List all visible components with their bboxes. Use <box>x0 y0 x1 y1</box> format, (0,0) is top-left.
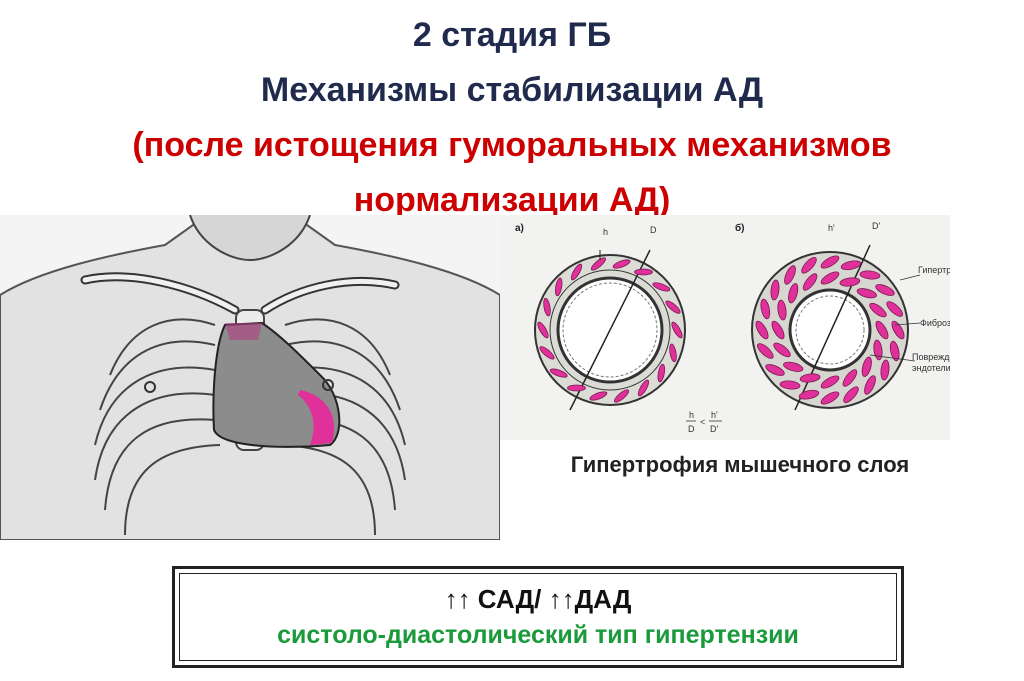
muscle-cell <box>773 342 791 358</box>
muscle-cell <box>880 359 890 381</box>
muscle-cell <box>875 284 895 296</box>
muscle-cell <box>842 369 858 387</box>
muscle-cell <box>755 320 769 340</box>
muscle-cell <box>669 343 677 363</box>
muscle-cell <box>652 282 671 292</box>
label-d: D <box>650 225 657 235</box>
muscle-cell <box>873 339 883 361</box>
muscle-cell <box>889 340 900 362</box>
label-h: h <box>603 227 608 237</box>
svg-text:h': h' <box>711 410 718 420</box>
muscle-cell <box>765 364 785 376</box>
label-fibrosis: Фиброз <box>920 318 950 328</box>
label-damage-1: Повреждение <box>912 352 950 362</box>
vessel-cross-section-figure: а) б) h D h' D' Гипертрофия ГМК Фиброз П… <box>500 215 950 440</box>
muscle-cell <box>543 297 551 317</box>
panel-b-label: б) <box>735 222 745 234</box>
muscle-cell <box>634 268 653 276</box>
muscle-cell <box>570 263 583 281</box>
muscle-cell <box>788 283 799 304</box>
figure-caption: Гипертрофия мышечного слоя <box>570 452 910 477</box>
muscle-cell <box>567 384 586 392</box>
muscle-cell <box>820 255 840 269</box>
muscle-cell <box>840 260 862 271</box>
muscle-cell <box>612 259 631 269</box>
muscle-cell <box>539 346 555 360</box>
svg-text:D': D' <box>710 424 718 434</box>
muscle-cell <box>777 299 787 321</box>
muscle-cell <box>820 375 840 389</box>
ratio-formula: h D < h' D' <box>686 410 722 434</box>
muscle-cell <box>856 288 877 299</box>
svg-text:<: < <box>700 417 705 427</box>
muscle-cell <box>820 271 840 285</box>
muscle-cell <box>869 302 887 318</box>
label-h-prime: h' <box>828 223 835 233</box>
muscle-cell <box>820 391 840 405</box>
muscle-cell <box>770 279 780 301</box>
hypertension-type: систоло-диастолический тип гипертензии <box>277 621 799 649</box>
muscle-cell <box>590 257 606 271</box>
muscle-cell <box>864 375 876 395</box>
muscle-cell <box>784 265 796 285</box>
muscle-cell <box>802 273 818 291</box>
summary-box: ↑↑ САД/ ↑↑ДАД систоло-диастолический тип… <box>172 566 904 668</box>
vessel-normal <box>534 249 686 411</box>
label-d-prime: D' <box>872 221 880 231</box>
muscle-cell <box>875 320 889 340</box>
muscle-cell <box>554 277 563 297</box>
title-line-3: (после истощения гуморальных механизмов <box>132 126 892 164</box>
label-damage-2: эндотелия <box>912 363 950 373</box>
title-line-4: нормализации АД) <box>353 181 671 219</box>
muscle-cell <box>801 257 817 274</box>
title-line-1: 2 стадия ГБ <box>412 16 612 54</box>
muscle-cell <box>843 386 859 403</box>
muscle-cell <box>614 389 630 403</box>
muscle-cell <box>549 368 568 378</box>
muscle-cell <box>771 320 785 340</box>
svg-text:D: D <box>688 424 695 434</box>
muscle-cell <box>637 379 650 397</box>
muscle-cell <box>886 301 903 317</box>
muscle-cell <box>783 361 804 372</box>
muscle-cell <box>891 320 905 340</box>
muscle-cell <box>861 356 872 377</box>
muscle-cell <box>779 380 801 390</box>
muscle-cell <box>537 321 549 339</box>
chest-heart-illustration <box>0 215 500 540</box>
pressure-summary: ↑↑ САД/ ↑↑ДАД <box>444 584 632 614</box>
svg-text:h: h <box>689 410 694 420</box>
muscle-cell <box>589 391 608 401</box>
slide-title: 2 стадия ГБ Механизмы стабилизации АД (п… <box>0 8 1024 228</box>
muscle-cell <box>760 298 771 320</box>
muscle-cell <box>665 300 681 314</box>
muscle-cell <box>657 363 666 383</box>
muscle-cell <box>798 389 820 400</box>
muscle-cell <box>839 277 861 287</box>
muscle-cell <box>757 343 774 359</box>
muscle-cell <box>859 270 881 280</box>
panel-a-label: а) <box>515 223 524 234</box>
muscle-cell <box>671 321 683 339</box>
label-hypertrophy: Гипертрофия ГМК <box>918 265 950 275</box>
muscle-cell <box>799 373 821 383</box>
title-line-2: Механизмы стабилизации АД <box>260 71 764 109</box>
